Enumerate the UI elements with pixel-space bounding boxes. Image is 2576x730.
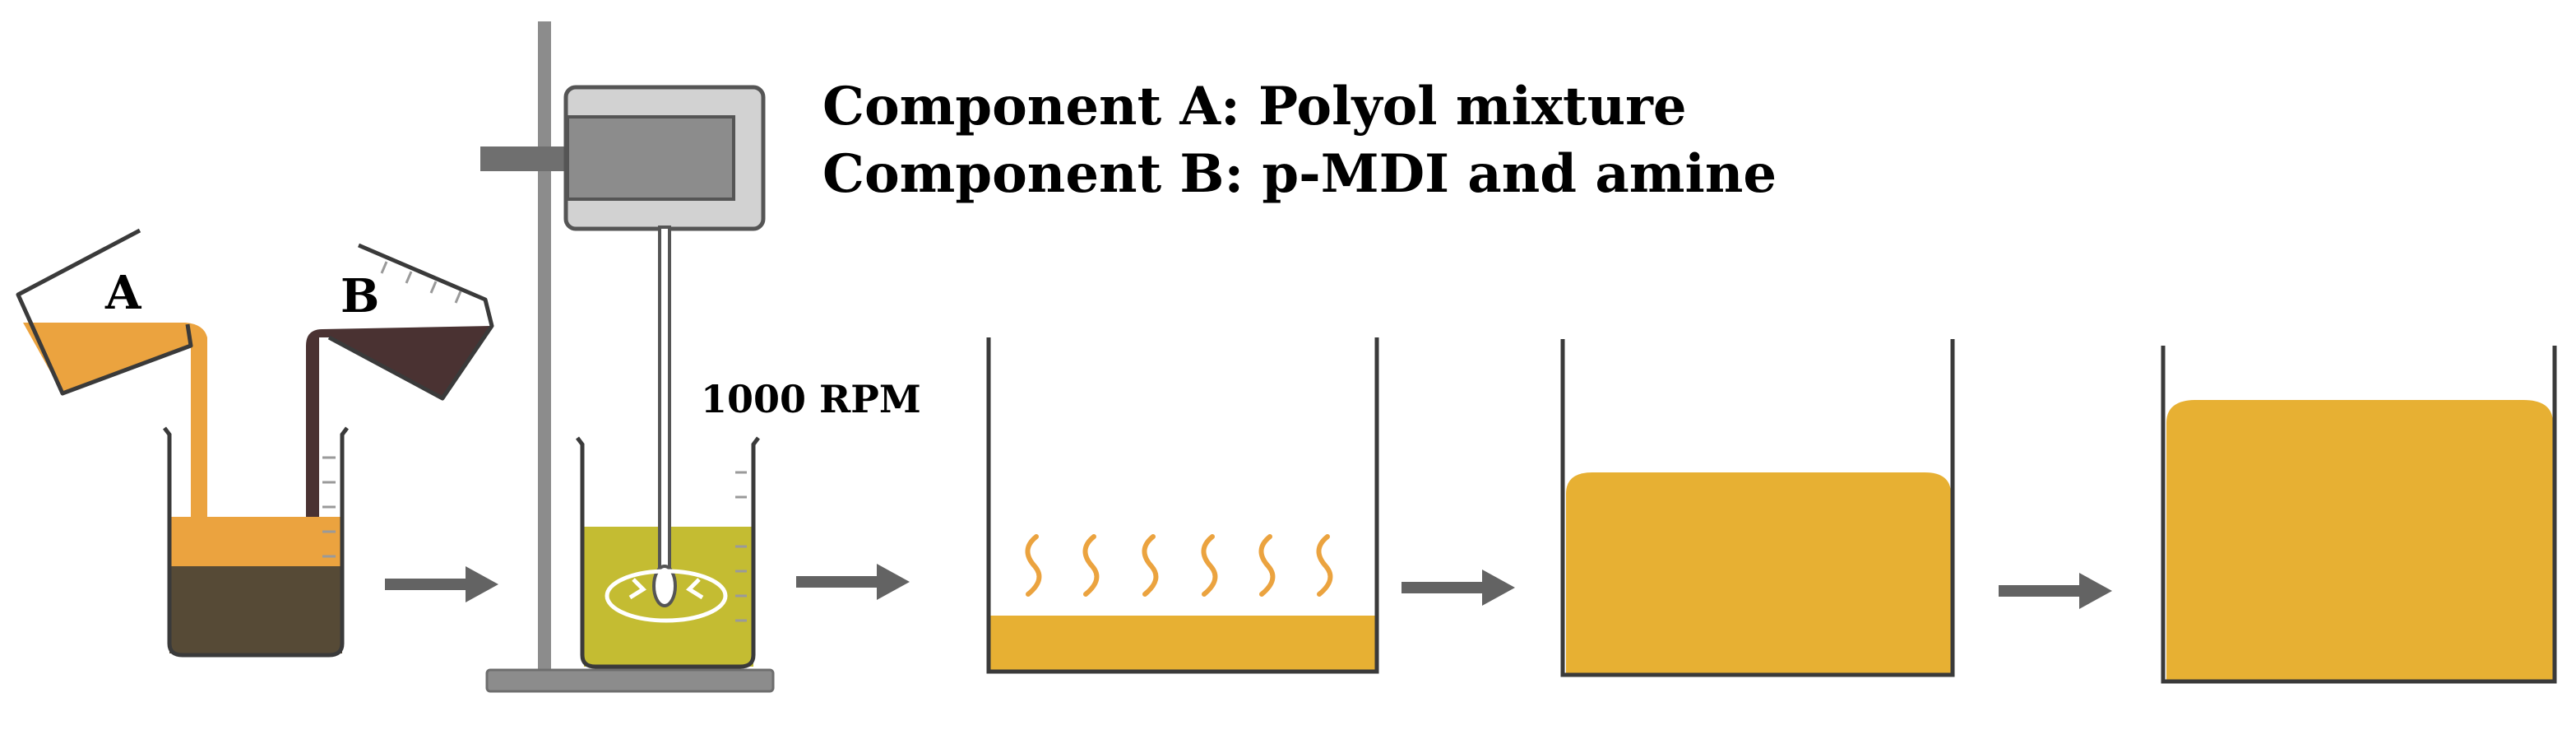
beaker-b-scale-marks bbox=[380, 261, 462, 304]
step-stirring bbox=[480, 21, 775, 693]
receiving-beaker bbox=[163, 426, 349, 658]
step-foam-rising bbox=[986, 337, 1379, 674]
component-a-legend: Component A: Polyol mixture bbox=[822, 76, 1687, 137]
beaker-b bbox=[327, 243, 494, 401]
arrow-4 bbox=[1999, 573, 2112, 609]
stand-base bbox=[485, 668, 775, 693]
beaker-a bbox=[16, 228, 193, 396]
receiving-beaker-top-layer bbox=[169, 517, 342, 566]
wisp-icon bbox=[1082, 534, 1100, 597]
container-3 bbox=[986, 337, 1379, 674]
step-foam-expanding bbox=[1560, 339, 1955, 677]
beaker-b-liquid bbox=[306, 326, 492, 517]
mixing-beaker bbox=[576, 436, 760, 669]
foam-block-full bbox=[2166, 400, 2553, 680]
component-b-legend: Component B: p-MDI and amine bbox=[822, 143, 1777, 205]
wisp-icon bbox=[1316, 534, 1333, 597]
clamp-arm bbox=[480, 146, 574, 171]
beaker-a-label: A bbox=[105, 266, 141, 320]
arrow-1 bbox=[385, 566, 498, 602]
foam-layer-thin bbox=[990, 616, 1375, 670]
container-4 bbox=[1560, 339, 1955, 677]
stand-rod bbox=[538, 21, 551, 677]
stirrer-shaft bbox=[658, 226, 671, 574]
wisp-icon bbox=[1258, 534, 1276, 597]
receiving-beaker-mixed-bottom bbox=[169, 565, 342, 653]
receiving-beaker-scale-marks bbox=[322, 456, 336, 558]
step-foam-risen bbox=[2161, 346, 2557, 684]
wisp-icon bbox=[1025, 534, 1042, 597]
step-pouring bbox=[16, 228, 494, 658]
wisp-icon bbox=[1201, 534, 1218, 597]
beaker-b-label: B bbox=[341, 269, 380, 323]
container-5 bbox=[2161, 346, 2557, 684]
arrow-3 bbox=[1402, 570, 1515, 606]
process-arrows bbox=[385, 564, 2112, 609]
mixing-beaker-scale-marks bbox=[735, 471, 747, 622]
mixer-motor bbox=[566, 115, 735, 201]
arrow-2 bbox=[796, 564, 910, 600]
swirl-icon bbox=[605, 569, 728, 623]
stirring-speed-label: 1000 RPM bbox=[701, 377, 921, 421]
wisp-icon bbox=[1142, 534, 1159, 597]
beaker-a-liquid bbox=[23, 323, 207, 517]
foam-block-partial bbox=[1566, 472, 1951, 673]
rising-gas-wisps bbox=[1025, 534, 1333, 597]
stirrer-paddle bbox=[652, 565, 677, 607]
